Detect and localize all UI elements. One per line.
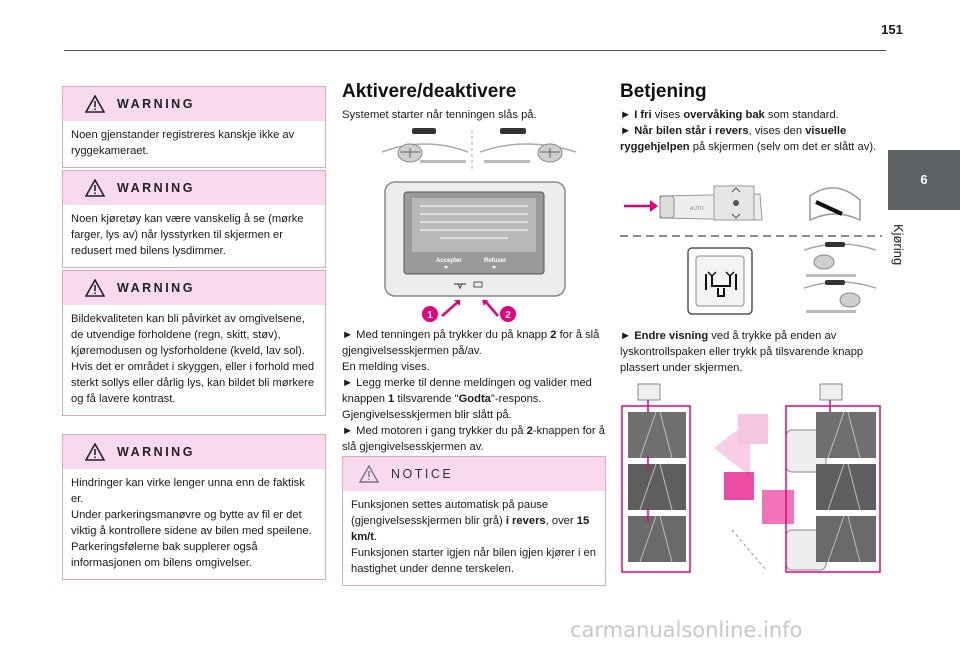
rear-camera-view-icon[interactable]	[705, 271, 737, 297]
warning-text: Noen gjenstander registreres kanskje ikk…	[71, 129, 295, 157]
warning-header: WARNING	[63, 87, 325, 121]
section-heading-activate: Aktivere/deaktivere	[342, 81, 517, 102]
instruction-1: ► Med tenningen på trykker du på knapp 2…	[342, 329, 600, 357]
camera-views-illustration	[621, 383, 881, 573]
page-number: 151	[881, 22, 903, 37]
dashboard-view-left	[381, 128, 469, 163]
notice-triangle-icon	[359, 465, 379, 483]
warning-text: Noen kjøretøy kan være vanskelig å se (m…	[71, 213, 304, 257]
warning-box-1: WARNING Noen gjenstander registreres kan…	[62, 86, 326, 168]
activate-section: Aktivere/deaktivere Systemet starter når…	[342, 81, 606, 123]
lever-illustration: AUTO	[620, 185, 882, 315]
callout-1-label: 1	[427, 310, 433, 321]
activate-instructions: ► Med tenningen på trykker du på knapp 2…	[342, 327, 606, 455]
warning-box-4: WARNING Hindringer kan virke lenger unna…	[62, 434, 326, 580]
operation-bullet-3: ► Endre visning ved å trykke på enden av…	[620, 330, 864, 374]
warning-box-3: WARNING Bildekvaliteten kan bli påvirket…	[62, 270, 326, 416]
notice-header: NOTICE	[343, 457, 605, 491]
warning-header: WARNING	[63, 435, 325, 469]
operation-section: Betjening ► I fri vises overvåking bak s…	[620, 81, 882, 155]
dialog-refuse-label[interactable]: Refuser	[484, 258, 507, 264]
warning-title: WARNING	[117, 97, 195, 111]
warning-box-2: WARNING Noen kjøretøy kan være vanskelig…	[62, 170, 326, 268]
warning-triangle-icon	[85, 279, 105, 297]
chapter-tab[interactable]: 6	[888, 150, 960, 210]
warning-title: WARNING	[117, 181, 195, 195]
notice-box: NOTICE Funksjonen settes automatisk på p…	[342, 456, 606, 586]
warning-header: WARNING	[63, 271, 325, 305]
section-heading-operation: Betjening	[620, 81, 707, 102]
instruction-2: En melding vises.	[342, 361, 430, 373]
warning-triangle-icon	[85, 443, 105, 461]
warning-triangle-icon	[85, 95, 105, 113]
dialog-accept-label[interactable]: Accepter	[436, 258, 462, 264]
callout-1-badge	[422, 306, 438, 322]
operation-bullet-1: ► I fri vises overvåking bak som standar…	[620, 109, 839, 121]
notice-text: Funksjonen settes automatisk på pause (g…	[351, 499, 597, 575]
button-1-icon[interactable]	[454, 283, 466, 290]
watermark: carmanualsonline.info	[570, 618, 803, 642]
instruction-5: ► Med motoren i gang trykker du på 2-kna…	[342, 425, 605, 453]
callout-2-label: 2	[505, 310, 511, 321]
warning-title: WARNING	[117, 445, 195, 459]
callout-2-badge	[500, 306, 516, 322]
chapter-title: Kjøring	[891, 224, 906, 266]
svg-text:AUTO: AUTO	[690, 206, 704, 212]
operation-change-view: ► Endre visning ved å trykke på enden av…	[620, 328, 882, 376]
warning-triangle-icon	[85, 179, 105, 197]
warning-text: Hindringer kan virke lenger unna enn de …	[71, 477, 312, 569]
button-2-icon[interactable]	[473, 281, 483, 288]
warning-title: WARNING	[117, 281, 195, 295]
instruction-4: Gjengivelsesskjermen blir slått på.	[342, 409, 512, 421]
activate-intro: Systemet starter når tenningen slås på.	[342, 109, 537, 121]
warning-text: Bildekvaliteten kan bli påvirket av omgi…	[71, 313, 315, 405]
dashboard-view-right	[479, 128, 577, 163]
operation-bullet-2: ► Når bilen står i revers, vises den vis…	[620, 125, 877, 153]
notice-title: NOTICE	[391, 467, 454, 481]
instruction-3: ► Legg merke til denne meldingen og vali…	[342, 377, 592, 405]
warning-header: WARNING	[63, 171, 325, 205]
screen-illustration: Accepter Refuser 1 2	[381, 128, 577, 322]
top-rule	[64, 50, 886, 51]
